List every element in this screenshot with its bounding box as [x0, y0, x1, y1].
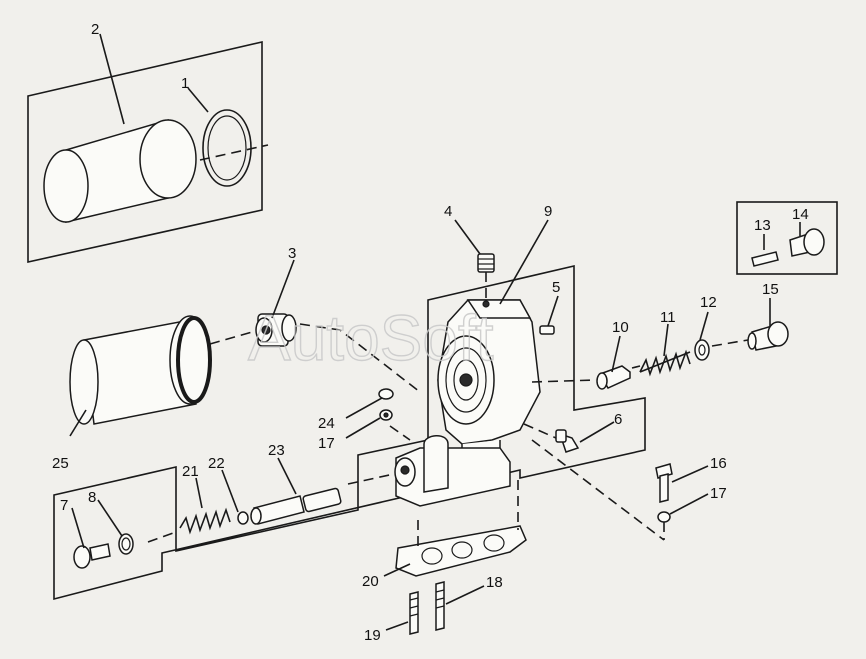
callout-8: 8	[88, 489, 96, 506]
callout-labels: 2 1 3 4 9 5 10 11 12 15 13 14 6 16 17 24…	[52, 21, 809, 644]
plug-inset-panel	[736, 201, 838, 275]
threaded-plug-part	[747, 321, 789, 351]
inset-pin-part	[751, 251, 779, 267]
washer-small-part	[379, 409, 393, 421]
callout-10: 10	[612, 319, 629, 336]
callout-24: 24	[318, 415, 335, 432]
callout-7: 7	[60, 497, 68, 514]
callout-6: 6	[614, 411, 622, 428]
oil-filter-part	[69, 315, 212, 425]
adapter-body-panel	[53, 264, 646, 601]
leader-lines	[69, 33, 801, 631]
gasket-part	[395, 525, 527, 577]
valve-part	[596, 365, 631, 390]
nut-part	[378, 388, 394, 400]
stud-left-part	[409, 591, 419, 635]
long-spring-part	[179, 507, 231, 535]
assembly-lines	[147, 144, 749, 548]
callout-25: 25	[52, 455, 69, 472]
small-washer-part	[237, 511, 249, 525]
small-plug-part	[477, 253, 495, 273]
o-ring-part	[202, 109, 252, 187]
hex-bolt-part	[655, 463, 673, 503]
callout-15: 15	[762, 281, 779, 298]
callout-3: 3	[288, 245, 296, 262]
watermark-text: AutoSoft	[248, 302, 494, 374]
pin-part	[539, 325, 555, 335]
inset-plug-part	[789, 228, 825, 257]
callout-18: 18	[486, 574, 503, 591]
callout-12: 12	[700, 294, 717, 311]
callout-20: 20	[362, 573, 379, 590]
filter-element-part	[43, 118, 197, 223]
callout-14: 14	[792, 206, 809, 223]
callout-4: 4	[444, 203, 452, 220]
valve-stem-part	[250, 487, 342, 525]
callout-19: 19	[364, 627, 381, 644]
stud-right-part	[435, 581, 445, 631]
washer-part	[694, 339, 710, 361]
callout-9: 9	[544, 203, 552, 220]
callout-23: 23	[268, 442, 285, 459]
callout-11: 11	[660, 309, 676, 326]
callout-17-right: 17	[710, 485, 727, 502]
callout-13: 13	[754, 217, 771, 234]
filter-element-panel	[27, 40, 263, 263]
callout-21: 21	[182, 463, 199, 480]
drain-plug-part	[73, 543, 111, 569]
callout-5: 5	[552, 279, 560, 296]
callout-2: 2	[91, 21, 99, 38]
spring-part	[639, 349, 691, 377]
callout-16: 16	[710, 455, 727, 472]
small-o-ring-part	[118, 533, 134, 555]
lock-washer-part	[657, 511, 671, 523]
bolt-part	[555, 429, 580, 453]
callout-17-left: 17	[318, 435, 335, 452]
callout-22: 22	[208, 455, 225, 472]
callout-1: 1	[181, 75, 189, 92]
lower-casting-part	[394, 435, 511, 507]
